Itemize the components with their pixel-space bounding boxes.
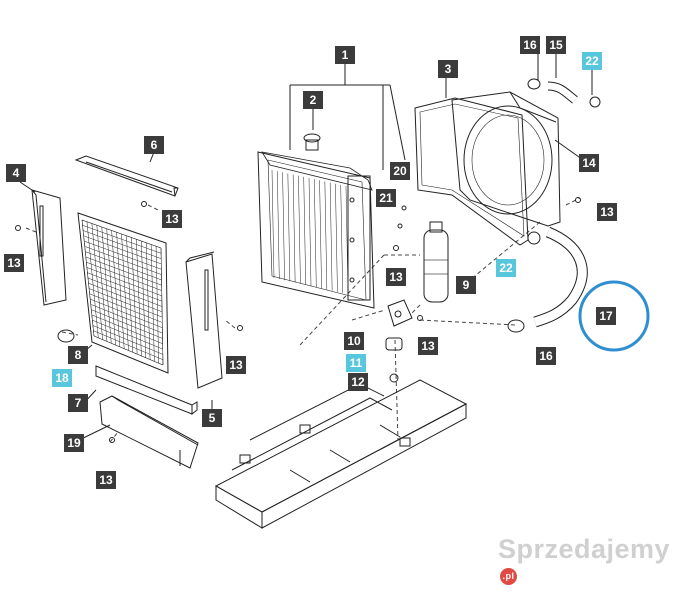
mount-bracket bbox=[387, 299, 413, 327]
radiator-core bbox=[257, 133, 375, 309]
label-6: 6 bbox=[144, 136, 164, 154]
side-panel-right bbox=[185, 251, 223, 389]
bolts bbox=[15, 197, 581, 443]
label-3: 3 bbox=[438, 60, 458, 78]
label-22-b: 22 bbox=[496, 259, 516, 277]
top-hose bbox=[547, 81, 578, 104]
label-13-g: 13 bbox=[597, 203, 617, 221]
label-13-e: 13 bbox=[386, 268, 406, 286]
label-18: 18 bbox=[52, 369, 72, 387]
label-13-c: 13 bbox=[226, 356, 246, 374]
label-16-a: 16 bbox=[520, 36, 540, 54]
label-14: 14 bbox=[579, 154, 599, 172]
label-13-d: 13 bbox=[96, 471, 116, 489]
label-4: 4 bbox=[6, 164, 26, 182]
label-17: 17 bbox=[596, 307, 616, 325]
label-19: 19 bbox=[64, 434, 84, 452]
nut bbox=[389, 373, 399, 383]
expansion-tank bbox=[423, 221, 449, 303]
hose-clamps bbox=[507, 78, 601, 333]
fan-shroud-frame bbox=[414, 97, 529, 246]
label-5: 5 bbox=[202, 409, 222, 427]
assembly-lines bbox=[25, 197, 581, 443]
label-2: 2 bbox=[303, 91, 323, 109]
label-11: 11 bbox=[346, 354, 366, 372]
fan-shroud bbox=[451, 91, 561, 227]
grille-screen bbox=[77, 212, 169, 374]
bottom-bar bbox=[95, 365, 198, 416]
label-13-b: 13 bbox=[162, 210, 182, 228]
chassis-frame bbox=[214, 379, 468, 529]
label-12: 12 bbox=[348, 373, 368, 391]
highlight-circle bbox=[578, 280, 650, 352]
label-10: 10 bbox=[344, 332, 364, 350]
label-22-a: 22 bbox=[582, 52, 602, 70]
watermark-badge: .pl bbox=[500, 568, 517, 585]
side-panel-left bbox=[31, 189, 67, 306]
label-7: 7 bbox=[68, 394, 88, 412]
label-1: 1 bbox=[335, 46, 355, 64]
label-16-b: 16 bbox=[536, 347, 556, 365]
watermark-text: Sprzedajemy bbox=[498, 534, 671, 564]
cap bbox=[57, 329, 75, 343]
lower-cover bbox=[99, 395, 199, 469]
label-13-f: 13 bbox=[418, 337, 438, 355]
label-8: 8 bbox=[68, 346, 88, 364]
rubber-mount bbox=[385, 337, 403, 351]
top-bracket bbox=[74, 155, 179, 197]
label-15: 15 bbox=[546, 36, 566, 54]
coolant-hose bbox=[533, 226, 588, 328]
label-13-a: 13 bbox=[4, 254, 24, 272]
label-21: 21 bbox=[376, 189, 396, 207]
watermark: Sprzedajemy .pl bbox=[498, 534, 687, 596]
label-9: 9 bbox=[456, 276, 476, 294]
label-20: 20 bbox=[390, 162, 410, 180]
